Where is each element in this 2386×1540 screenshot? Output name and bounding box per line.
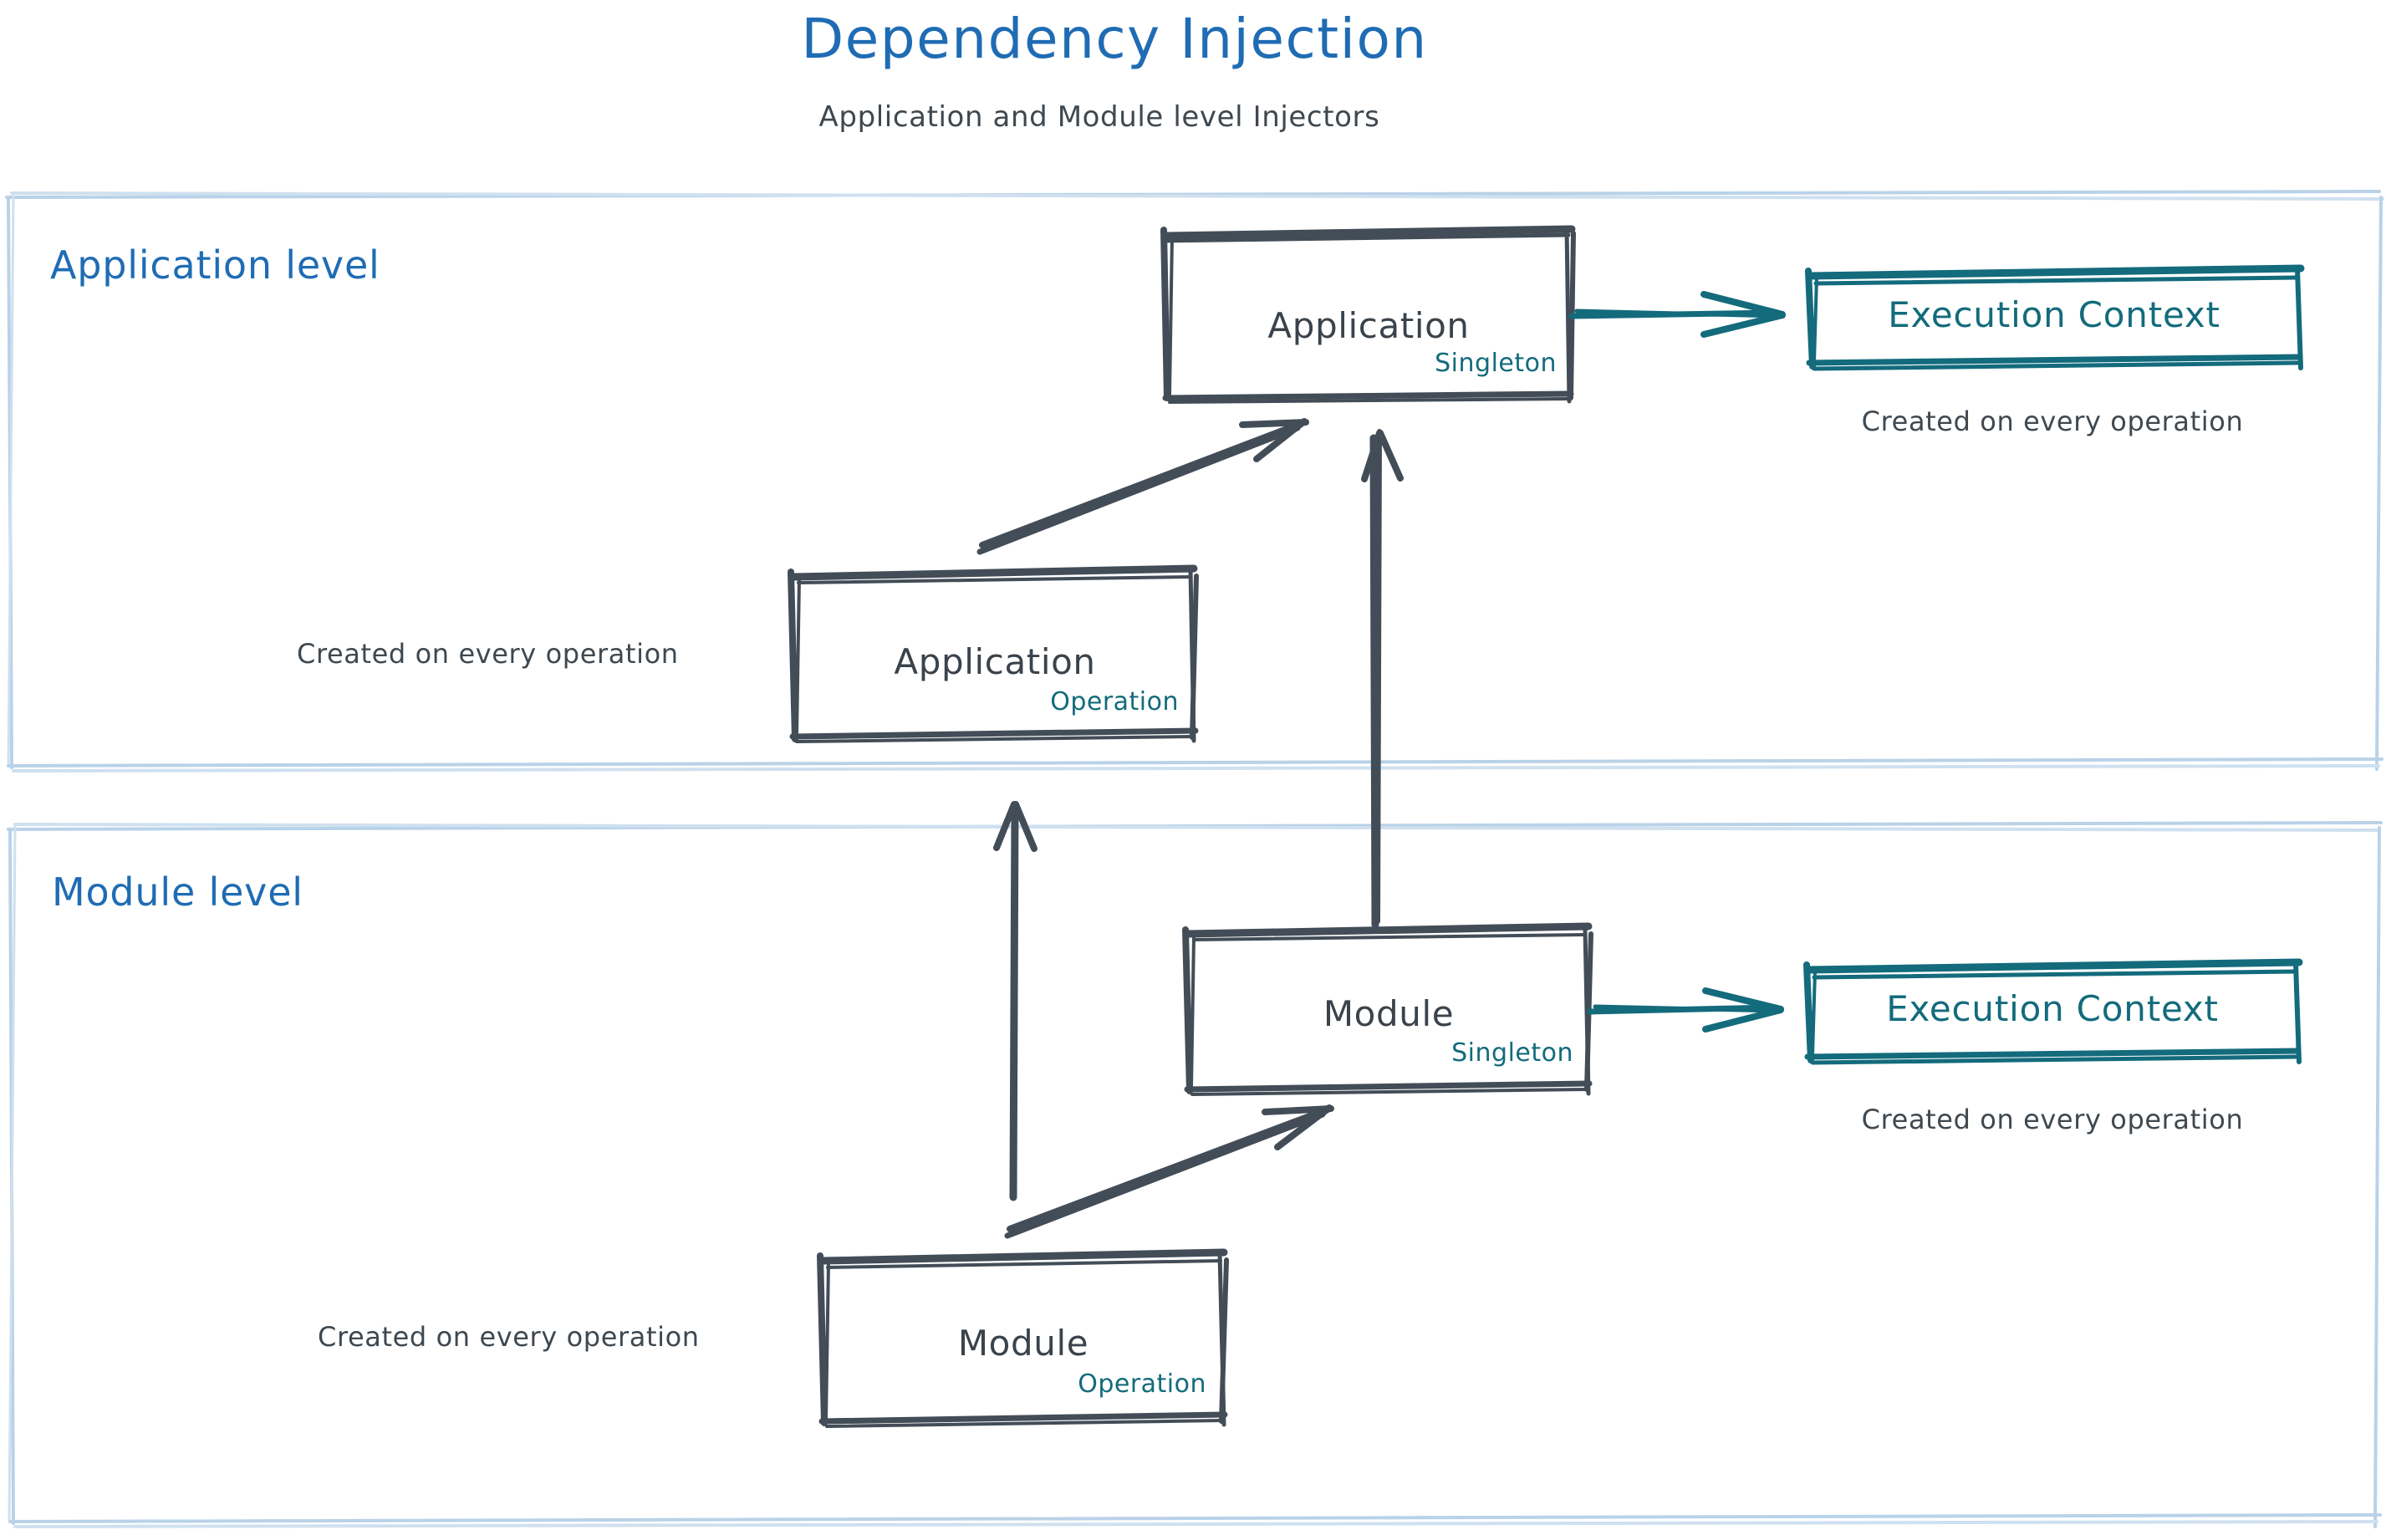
- node-application-operation-scope: Operation: [1050, 687, 1179, 716]
- node-execution-context-app-title: Execution Context: [1888, 294, 2220, 335]
- node-module-operation[interactable]: Module Operation: [822, 1254, 1225, 1425]
- group-label-application-level: Application level: [50, 242, 380, 288]
- note-execution-context-module: Created on every operation: [1861, 1104, 2244, 1135]
- note-application-operation: Created on every operation: [297, 638, 679, 670]
- page-subtitle: Application and Module level Injectors: [818, 100, 1380, 134]
- arrow-module-operation-upward: [993, 801, 1038, 1201]
- node-application-singleton-scope: Singleton: [1435, 349, 1557, 378]
- node-execution-context-module[interactable]: Execution Context: [1807, 961, 2298, 1062]
- node-module-operation-title: Module: [957, 1323, 1089, 1364]
- note-module-operation: Created on every operation: [318, 1321, 700, 1353]
- node-application-operation-title: Application: [894, 641, 1096, 682]
- node-application-singleton-title: Application: [1267, 305, 1470, 346]
- page-title: Dependency Injection: [801, 7, 1428, 71]
- node-execution-context-module-title: Execution Context: [1886, 988, 2219, 1029]
- node-module-singleton-scope: Singleton: [1451, 1038, 1573, 1068]
- arrow-application-to-execution-context: [1568, 291, 1786, 338]
- arrow-module-singleton-to-application-singleton: [1361, 429, 1404, 929]
- node-execution-context-app[interactable]: Execution Context: [1808, 268, 2300, 368]
- arrow-module-operation-to-singleton: [1004, 1104, 1334, 1239]
- arrow-application-operation-to-singleton: [976, 418, 1309, 555]
- node-application-operation[interactable]: Application Operation: [793, 570, 1197, 742]
- node-module-operation-scope: Operation: [1078, 1369, 1206, 1399]
- node-module-singleton[interactable]: Module Singleton: [1187, 928, 1590, 1092]
- note-execution-context-app: Created on every operation: [1861, 405, 2244, 437]
- group-label-module-level: Module level: [52, 869, 303, 915]
- node-application-singleton[interactable]: Application Singleton: [1164, 227, 1573, 403]
- node-module-singleton-title: Module: [1323, 993, 1455, 1034]
- arrow-module-to-execution-context: [1587, 987, 1784, 1033]
